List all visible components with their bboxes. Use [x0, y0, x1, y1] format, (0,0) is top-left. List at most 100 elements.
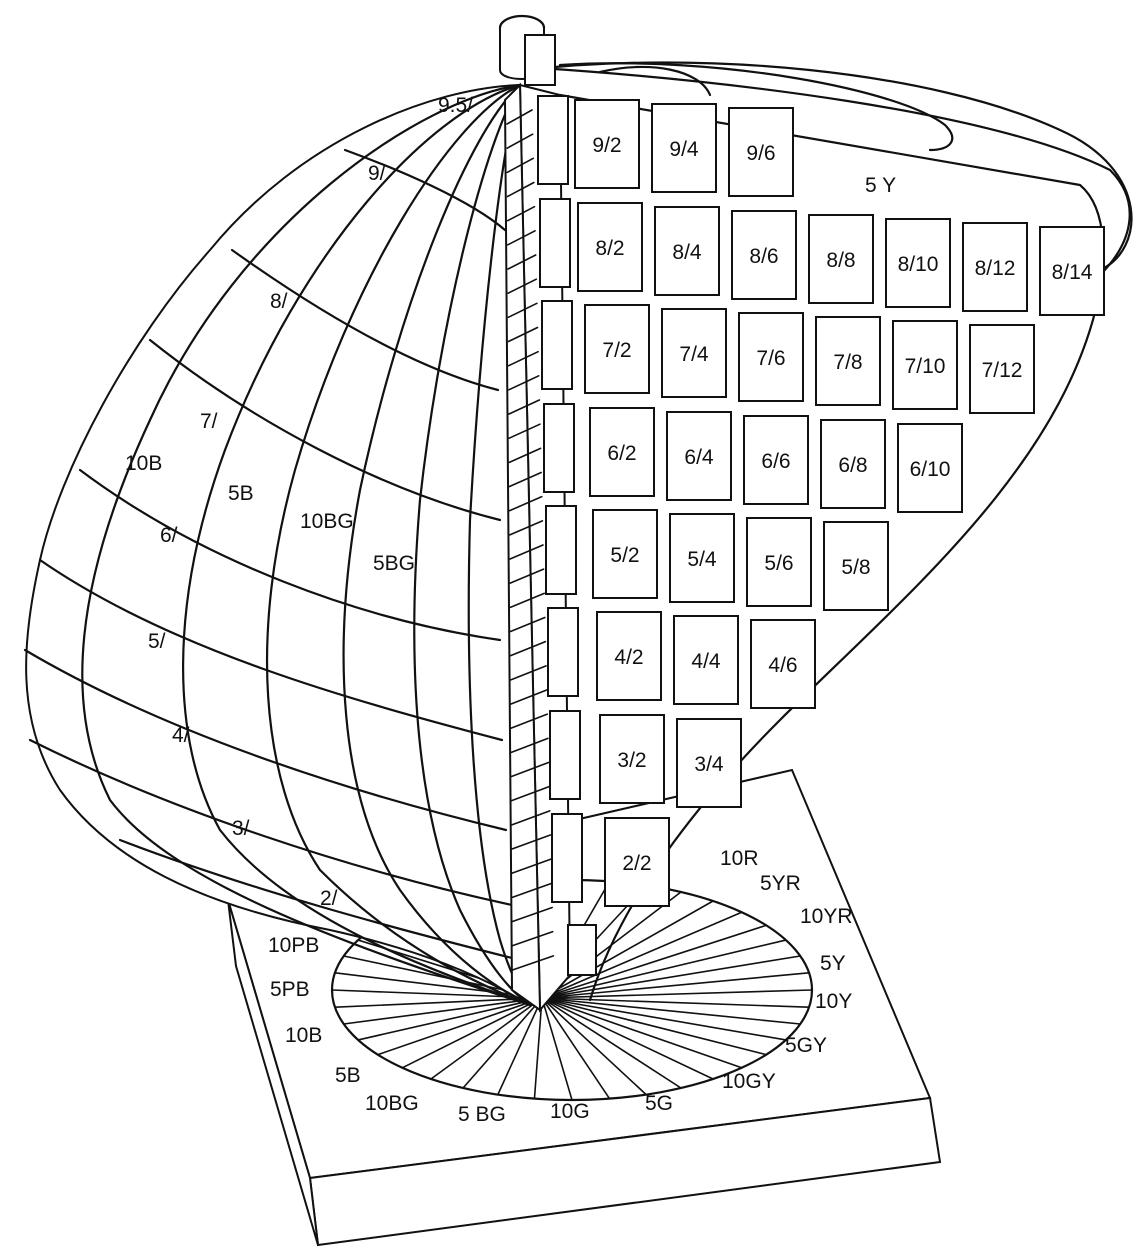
chip-label: 7/10: [905, 355, 946, 378]
axis-step: [510, 689, 548, 705]
value-label: 6/: [160, 524, 178, 547]
chip-label: 9/4: [669, 138, 699, 161]
hue-page-first-column: [537, 95, 583, 903]
axis-step: [506, 157, 535, 174]
value-line: [78, 468, 502, 642]
base-hue-label: 10R: [720, 847, 759, 870]
axis-step: [509, 640, 547, 657]
axis-step: [507, 278, 538, 294]
axis-top-block: [524, 34, 556, 86]
chip-label: 5/8: [841, 556, 870, 579]
axis-step: [507, 230, 536, 246]
chip-box: [738, 312, 804, 402]
chip-box: [669, 513, 735, 603]
globe-back-curve-4: [598, 65, 712, 97]
chip-box: [885, 218, 951, 308]
chip-box: [574, 99, 640, 189]
hue-spoke: [541, 955, 802, 999]
hue-spoke: [541, 939, 787, 999]
axis-step: [512, 955, 555, 971]
chip-label: 2/2: [622, 852, 651, 875]
axis-adjacent-box: [541, 300, 573, 390]
value-line: [230, 248, 500, 392]
meridian-line: [467, 83, 532, 1007]
axis-step: [507, 350, 539, 367]
hue-spoke: [541, 997, 767, 1056]
chip-label: 8/4: [672, 241, 702, 264]
chip-label: 8/14: [1052, 261, 1093, 284]
axis-step: [510, 737, 549, 754]
chip-label: 7/12: [982, 359, 1023, 382]
axis-step: [506, 133, 534, 149]
axis-step: [508, 375, 540, 391]
meridian-line: [413, 83, 532, 1007]
chip-label: 5/4: [687, 548, 717, 571]
axis-step: [508, 447, 542, 464]
chip-box: [661, 308, 727, 398]
globe-hue-label: 5BG: [373, 552, 415, 575]
value-label: 7/: [200, 410, 218, 433]
hue-spoke: [541, 997, 714, 1080]
chip-box: [728, 107, 794, 197]
base-hue-label: 5 BG: [458, 1103, 506, 1126]
chip-label: 6/10: [910, 458, 951, 481]
base-hue-label: 5GY: [785, 1034, 827, 1057]
chip-box: [592, 509, 658, 599]
chip-box: [808, 214, 874, 304]
value-line: [343, 148, 507, 232]
globe-hue-label: 10BG: [300, 510, 354, 533]
chip-label: 3/2: [617, 749, 646, 772]
chip-label: 6/4: [684, 446, 714, 469]
axis-adjacent-box: [545, 505, 577, 595]
value-label: 9/: [368, 162, 386, 185]
chip-box: [577, 202, 643, 292]
hue-spoke: [342, 997, 543, 1025]
value-label: 9.5/: [438, 94, 473, 117]
hue-spoke: [533, 997, 543, 1100]
axis-step: [511, 882, 553, 899]
base-hue-label: 10YR: [800, 905, 853, 928]
axis-adjacent-box: [549, 710, 581, 800]
hue-spoke: [541, 924, 767, 999]
base-hue-label: 5PB: [270, 978, 310, 1001]
globe-back-curve-2: [538, 66, 1131, 277]
chip-box: [599, 714, 665, 804]
chip-box: [820, 419, 886, 509]
chip-box: [651, 103, 717, 193]
hue-spoke: [401, 997, 543, 1069]
chip-label: 9/6: [746, 142, 775, 165]
globe-back-curve: [523, 61, 1133, 272]
hue-page-label: 5 Y: [865, 174, 896, 197]
axis-step: [509, 544, 544, 560]
chip-label: 6/6: [761, 450, 790, 473]
base-hue-label: 5YR: [760, 872, 801, 895]
hue-spoke: [541, 997, 647, 1096]
base-left-face: [227, 899, 319, 1246]
value-label: 4/: [172, 724, 190, 747]
base-hue-label: 10G: [550, 1100, 590, 1123]
hue-spoke: [541, 997, 682, 1089]
base-hue-label: 5G: [645, 1092, 673, 1115]
axis-adjacent-box: [537, 95, 569, 185]
axis-side-face: [503, 82, 542, 1012]
hue-spoke: [334, 997, 543, 1009]
value-label: 8/: [270, 290, 288, 313]
hue-spoke: [430, 997, 543, 1080]
axis-step: [506, 205, 536, 222]
chip-label: 9/2: [592, 134, 621, 157]
chip-label: 5/2: [610, 544, 639, 567]
axis-step: [510, 761, 550, 778]
base-hue-label: 10BG: [365, 1092, 419, 1115]
value-line: [23, 648, 508, 832]
hue-spoke: [541, 997, 787, 1041]
hue-spoke: [497, 997, 543, 1096]
chip-box: [654, 206, 720, 296]
hue-spoke: [541, 997, 611, 1100]
meridian-line: [265, 83, 532, 1007]
chip-label: 7/2: [602, 339, 631, 362]
axis-step: [508, 423, 541, 439]
value-label: 3/: [232, 817, 250, 840]
chip-box: [589, 407, 655, 497]
axis-step: [508, 471, 542, 488]
axis-adjacent-box: [551, 813, 583, 903]
